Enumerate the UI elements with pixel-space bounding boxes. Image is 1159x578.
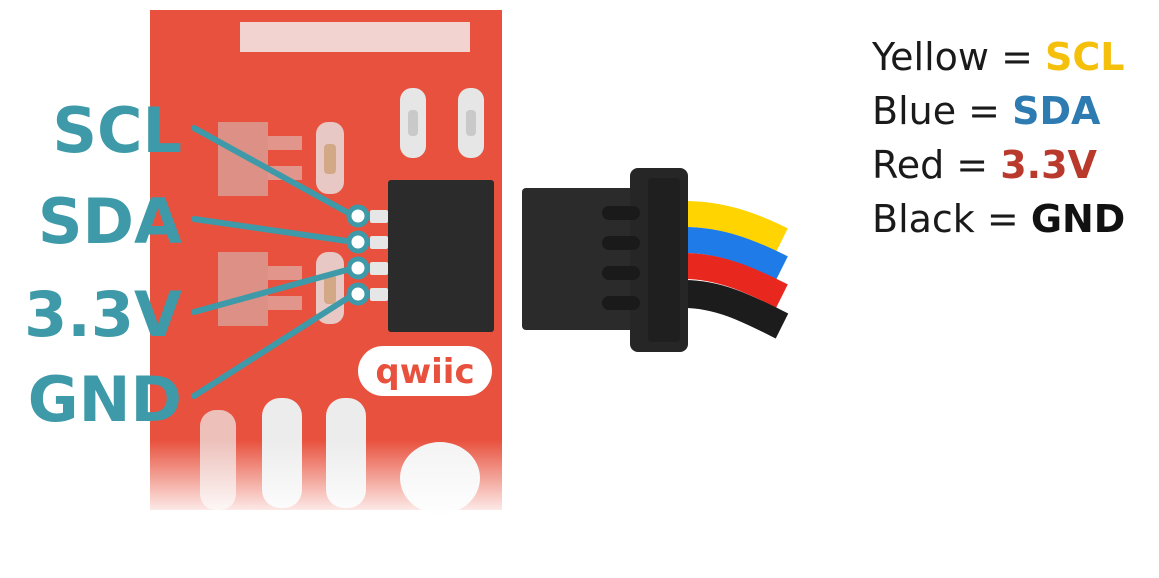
- pin-leader-lines: [191, 125, 370, 399]
- plug-contact-slot: [602, 206, 640, 220]
- smd-pad: [268, 136, 302, 150]
- pin-leader-line-scl: [191, 125, 357, 219]
- pin-dot-gnd: [346, 282, 370, 306]
- qwiic-logo: qwiic: [358, 346, 492, 396]
- pin-leader-line-3v3: [191, 265, 357, 315]
- legend-equals: =: [944, 143, 1001, 187]
- board-edge-strip: [240, 22, 470, 52]
- plug-contact-slot: [602, 236, 640, 250]
- smd-pad: [268, 296, 302, 310]
- cable-wire-blue: [683, 227, 788, 280]
- smd-pad: [408, 110, 418, 136]
- cable-plug: [522, 168, 789, 352]
- cable-wire-red: [683, 253, 788, 308]
- wire-color-legend: Yellow = SCL Blue = SDA Red = 3.3V Black…: [872, 30, 1125, 246]
- qwiic-logo-badge: [358, 346, 492, 396]
- legend-row-black: Black = GND: [872, 192, 1125, 246]
- legend-wire-name: Red: [872, 143, 945, 187]
- legend-equals: =: [956, 89, 1013, 133]
- legend-equals: =: [989, 35, 1045, 79]
- legend-row-red: Red = 3.3V: [872, 138, 1125, 192]
- board-connector-pin: [370, 210, 388, 223]
- smd-pad: [466, 110, 476, 136]
- legend-row-yellow: Yellow = SCL: [872, 30, 1125, 84]
- legend-row-blue: Blue = SDA: [872, 84, 1125, 138]
- legend-signal-name: SDA: [1012, 89, 1101, 133]
- qwiic-logo-text: qwiic: [375, 352, 474, 392]
- smd-pad: [324, 144, 336, 174]
- smd-pad: [218, 122, 268, 196]
- board-connector-pin: [370, 236, 388, 249]
- board-bottom-fade: [150, 440, 502, 520]
- pin-leader-line-gnd: [191, 291, 357, 399]
- legend-wire-name: Black: [872, 197, 975, 241]
- plug-body: [522, 188, 634, 330]
- pin-dot-scl: [346, 204, 370, 228]
- pin-dot-sda: [346, 230, 370, 254]
- pin-label-sda: SDA: [38, 185, 182, 258]
- pin-dot-3v3: [346, 256, 370, 280]
- board-connector-housing: [388, 180, 494, 332]
- pin-labels: SCL SDA 3.3V GND: [24, 94, 182, 436]
- smd-pad: [324, 274, 336, 304]
- plug-collar-inner: [648, 178, 680, 342]
- pin-label-3v3: 3.3V: [24, 278, 182, 351]
- plug-contact-slot: [602, 266, 640, 280]
- circuit-board: qwiic: [150, 10, 502, 520]
- cable-wire-yellow: [683, 201, 788, 252]
- smd-pad: [218, 252, 268, 326]
- legend-signal-name: SCL: [1045, 35, 1125, 79]
- legend-wire-name: Blue: [872, 89, 957, 133]
- pin-label-gnd: GND: [28, 363, 182, 436]
- legend-signal-name: 3.3V: [1000, 143, 1097, 187]
- legend-wire-name: Yellow: [872, 35, 989, 79]
- pin-label-scl: SCL: [52, 94, 182, 167]
- board-connector-pin: [370, 288, 388, 301]
- board-connector-pin: [370, 262, 388, 275]
- legend-signal-name: GND: [1030, 197, 1126, 241]
- pin-leader-line-sda: [191, 216, 357, 245]
- cable-wire-black: [683, 280, 789, 339]
- legend-equals: =: [974, 197, 1031, 241]
- plug-contact-slot: [602, 296, 640, 310]
- smd-pad: [268, 266, 302, 280]
